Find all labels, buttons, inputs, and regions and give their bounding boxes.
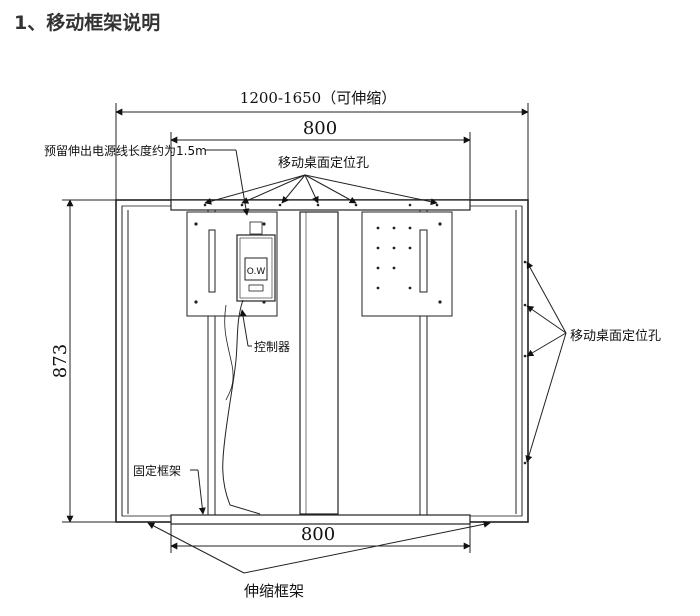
- fixed-frame-leader: [190, 469, 206, 515]
- telescopic-frame-leaders: [147, 520, 491, 574]
- cable-note-leader: [205, 149, 250, 216]
- width-range-label: 1200-1650（可伸缩）: [240, 89, 396, 107]
- controller-leader: [239, 309, 252, 347]
- dimension-top-width: [170, 132, 471, 205]
- bottom-width-label: 800: [301, 524, 335, 545]
- right-mounting-plate: [361, 211, 453, 317]
- right-holes-leaders: [525, 261, 567, 463]
- telescopic-frame-label: 伸缩框架: [244, 582, 304, 600]
- fixed-frame-label: 固定框架: [133, 463, 181, 478]
- top-holes-label: 移动桌面定位孔: [278, 156, 369, 171]
- power-cable: [222, 299, 261, 515]
- section-heading: 1、移动框架说明: [14, 12, 161, 34]
- side-rails: [121, 206, 523, 516]
- center-column: [299, 211, 339, 515]
- right-holes-label: 移动桌面定位孔: [570, 329, 661, 344]
- dimension-width-range: [115, 103, 529, 200]
- dimension-bottom-width: [170, 520, 471, 553]
- cable-slack: [224, 304, 234, 401]
- controller: [236, 221, 276, 302]
- controller-label: 控制器: [254, 340, 290, 354]
- top-holes-leaders: [204, 174, 438, 206]
- controller-display: O.W: [247, 267, 266, 277]
- cable-note: 预留伸出电源线长度约为1.5m: [44, 143, 207, 158]
- dimension-height: [62, 199, 120, 523]
- plate-holes: [194, 203, 527, 465]
- height-label: 873: [50, 344, 71, 378]
- top-width-label: 800: [303, 118, 337, 139]
